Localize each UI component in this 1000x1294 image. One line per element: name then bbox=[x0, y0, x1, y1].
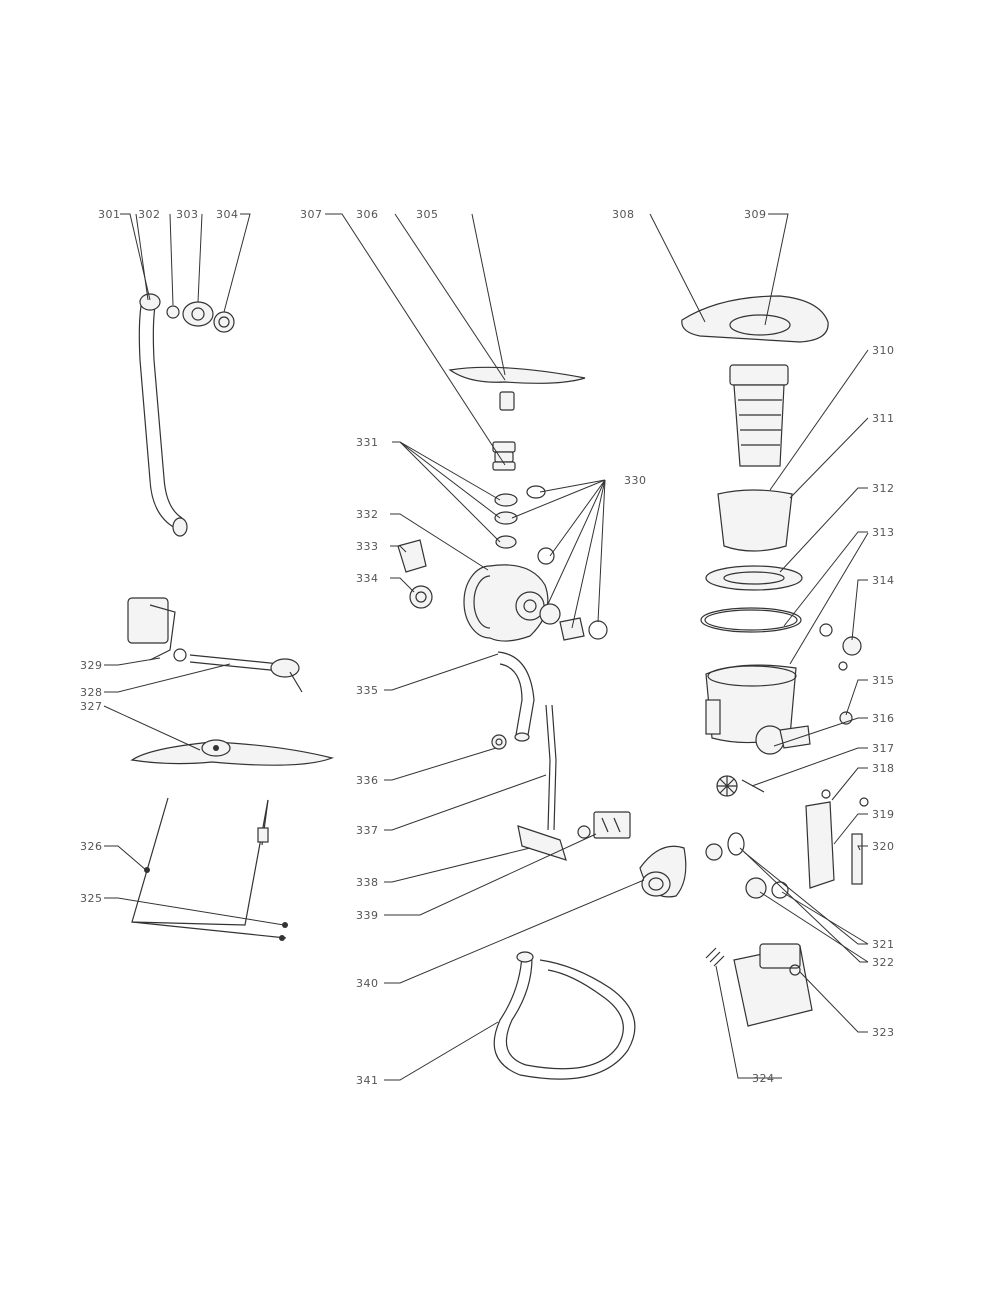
label-310: 310 bbox=[872, 344, 895, 357]
label-317: 317 bbox=[872, 742, 895, 755]
label-318: 318 bbox=[872, 762, 895, 775]
label-341: 341 bbox=[356, 1074, 379, 1087]
label-302: 302 bbox=[138, 208, 161, 221]
parts-321-322 bbox=[705, 832, 789, 899]
screws-324 bbox=[705, 947, 725, 967]
label-301: 301 bbox=[98, 208, 121, 221]
label-321: 321 bbox=[872, 938, 895, 951]
label-326: 326 bbox=[80, 840, 103, 853]
filter-cup-310 bbox=[717, 489, 793, 552]
wire-frame bbox=[131, 797, 288, 941]
label-322: 322 bbox=[872, 956, 895, 969]
part-319 bbox=[851, 833, 863, 885]
label-324: 324 bbox=[752, 1072, 775, 1085]
label-305: 305 bbox=[416, 208, 439, 221]
label-325: 325 bbox=[80, 892, 103, 905]
label-333: 333 bbox=[356, 540, 379, 553]
lower-spray-arm bbox=[130, 739, 335, 766]
label-307: 307 bbox=[300, 208, 323, 221]
pump-housing bbox=[463, 564, 585, 642]
valve-assembly-338 bbox=[517, 825, 591, 861]
label-327: 327 bbox=[80, 700, 103, 713]
connecting-hose bbox=[497, 651, 535, 742]
label-316: 316 bbox=[872, 712, 895, 725]
label-323: 323 bbox=[872, 1026, 895, 1039]
upper-spray-pipe bbox=[138, 293, 188, 537]
component-339 bbox=[593, 811, 631, 839]
seal-rings-331 bbox=[494, 493, 518, 549]
label-335: 335 bbox=[356, 684, 379, 697]
label-328: 328 bbox=[80, 686, 103, 699]
label-329: 329 bbox=[80, 659, 103, 672]
clamps-330 bbox=[526, 485, 608, 640]
seal-ring-312 bbox=[700, 607, 802, 633]
label-306: 306 bbox=[356, 208, 379, 221]
label-312: 312 bbox=[872, 482, 895, 495]
label-338: 338 bbox=[356, 876, 379, 889]
pipe-connector-parts bbox=[166, 301, 235, 333]
motor-323 bbox=[733, 943, 813, 1027]
label-309: 309 bbox=[744, 208, 767, 221]
label-314: 314 bbox=[872, 574, 895, 587]
label-332: 332 bbox=[356, 508, 379, 521]
drain-hose bbox=[493, 951, 636, 1080]
bracket-318 bbox=[805, 789, 869, 889]
clamp-336 bbox=[491, 734, 507, 750]
upper-spray-arm bbox=[448, 366, 586, 411]
spray-arm-holder bbox=[127, 597, 303, 693]
part-number-labels: 301 302 303 304 307 306 305 308 309 310 … bbox=[80, 208, 895, 1087]
cover-plate-308 bbox=[681, 295, 829, 343]
label-330: 330 bbox=[624, 474, 647, 487]
label-331: 331 bbox=[356, 436, 379, 449]
label-304: 304 bbox=[216, 208, 239, 221]
label-334: 334 bbox=[356, 572, 379, 585]
label-339: 339 bbox=[356, 909, 379, 922]
impeller-317 bbox=[716, 775, 765, 797]
spray-arm-nozzle bbox=[492, 441, 516, 471]
seal-340 bbox=[639, 845, 687, 898]
label-340: 340 bbox=[356, 977, 379, 990]
label-337: 337 bbox=[356, 824, 379, 837]
tube-337 bbox=[545, 704, 557, 831]
clip-314 bbox=[819, 623, 862, 671]
label-313: 313 bbox=[872, 526, 895, 539]
fitting-333 bbox=[397, 539, 427, 573]
gasket-334 bbox=[409, 585, 433, 609]
label-308: 308 bbox=[612, 208, 635, 221]
label-303: 303 bbox=[176, 208, 199, 221]
label-320: 320 bbox=[872, 840, 895, 853]
filter-ring-311 bbox=[705, 565, 803, 591]
label-315: 315 bbox=[872, 674, 895, 687]
sump-313 bbox=[705, 664, 811, 755]
filter-309 bbox=[729, 364, 789, 467]
label-311: 311 bbox=[872, 412, 895, 425]
leader-lines bbox=[103, 213, 869, 1081]
label-319: 319 bbox=[872, 808, 895, 821]
label-336: 336 bbox=[356, 774, 379, 787]
